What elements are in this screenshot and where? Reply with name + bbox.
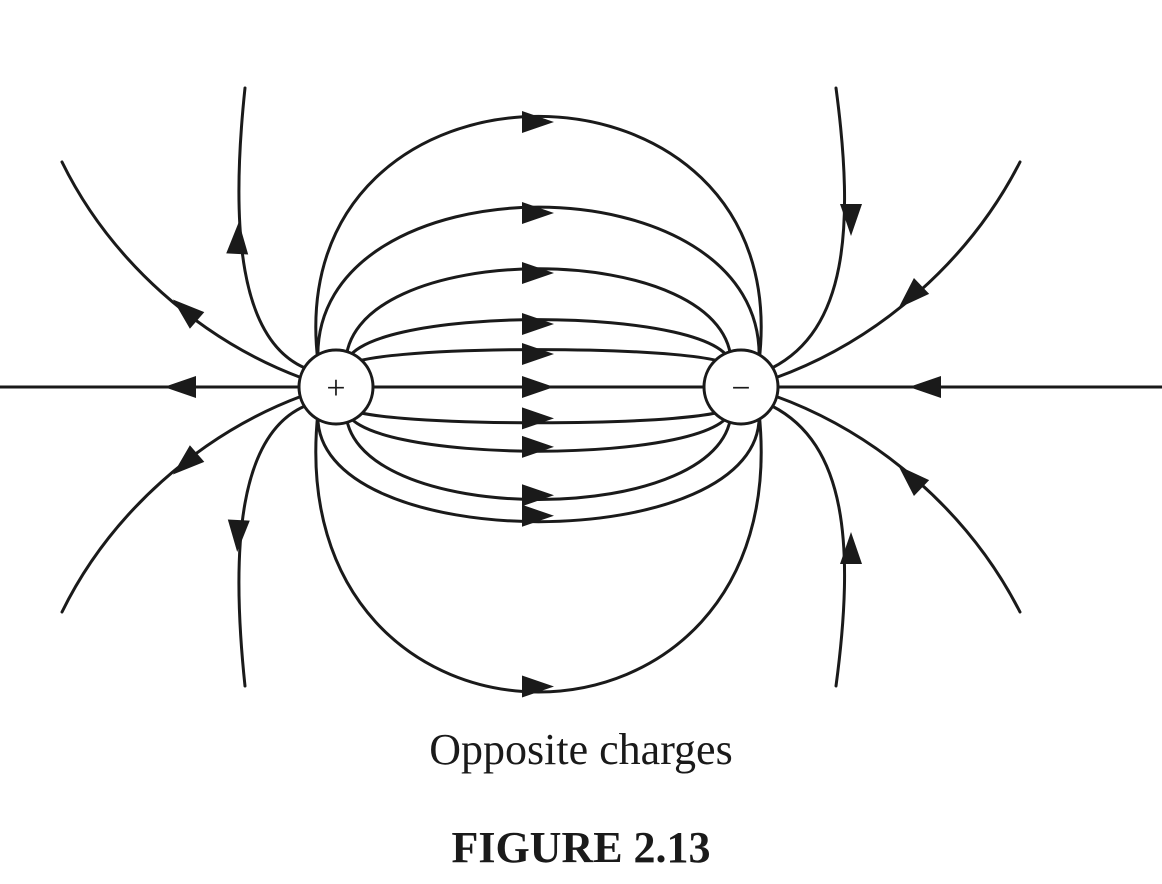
field-line-left-lower-outer [60,394,304,614]
field-line-right-lower-inner [770,404,847,688]
arrow-right-upper-outer [898,277,930,309]
field-line-left-upper-outer [60,160,304,380]
arrow-connect-bottom-1 [522,675,554,698]
arrow-left-lower-inner [227,519,250,552]
diagram-caption: Opposite charges [429,725,733,774]
arrow-axis-center [522,376,554,398]
field-line-right-upper-outer [773,160,1022,380]
negative-charge: − [702,348,780,426]
field-line-left-upper-inner [237,86,307,370]
negative-charge-sign: − [731,370,750,407]
arrow-connect-bottom-2 [522,504,554,527]
arrow-connect-bottom-4 [522,435,554,458]
arrow-connect-top-3 [522,262,554,284]
field-line-connect-top-1 [314,115,763,364]
field-line-connect-bottom-2 [316,410,761,524]
field-line-right-upper-inner [770,86,847,370]
field-line-left-lower-inner [237,404,307,688]
arrow-right-lower-outer [898,465,930,497]
arrow-connect-top-2 [522,202,554,224]
field-line-arrows [164,111,941,698]
arrow-left-lower-outer [172,445,205,475]
positive-charge-sign: + [326,370,345,407]
arrow-left-upper-outer [172,299,205,329]
arrow-right-lower-inner [840,532,862,564]
arrow-left-upper-inner [226,222,249,255]
field-line-connect-bottom-1 [314,410,763,694]
arrow-connect-bottom-5 [522,407,554,430]
field-line-connect-top-2 [316,205,761,364]
arrow-axis-right [909,376,941,398]
arrow-connect-top-4 [522,313,554,335]
field-line-right-lower-outer [773,394,1022,614]
arrow-right-upper-inner [840,204,862,236]
arrow-connect-bottom-3 [522,484,554,507]
arrow-connect-top-5 [522,343,554,365]
figure-label: FIGURE 2.13 [451,823,711,872]
positive-charge: + [297,348,375,426]
arrow-axis-left [164,376,196,398]
positive-charge-circle [297,348,375,426]
negative-charge-circle [702,348,780,426]
arrow-connect-top-1 [522,111,554,133]
